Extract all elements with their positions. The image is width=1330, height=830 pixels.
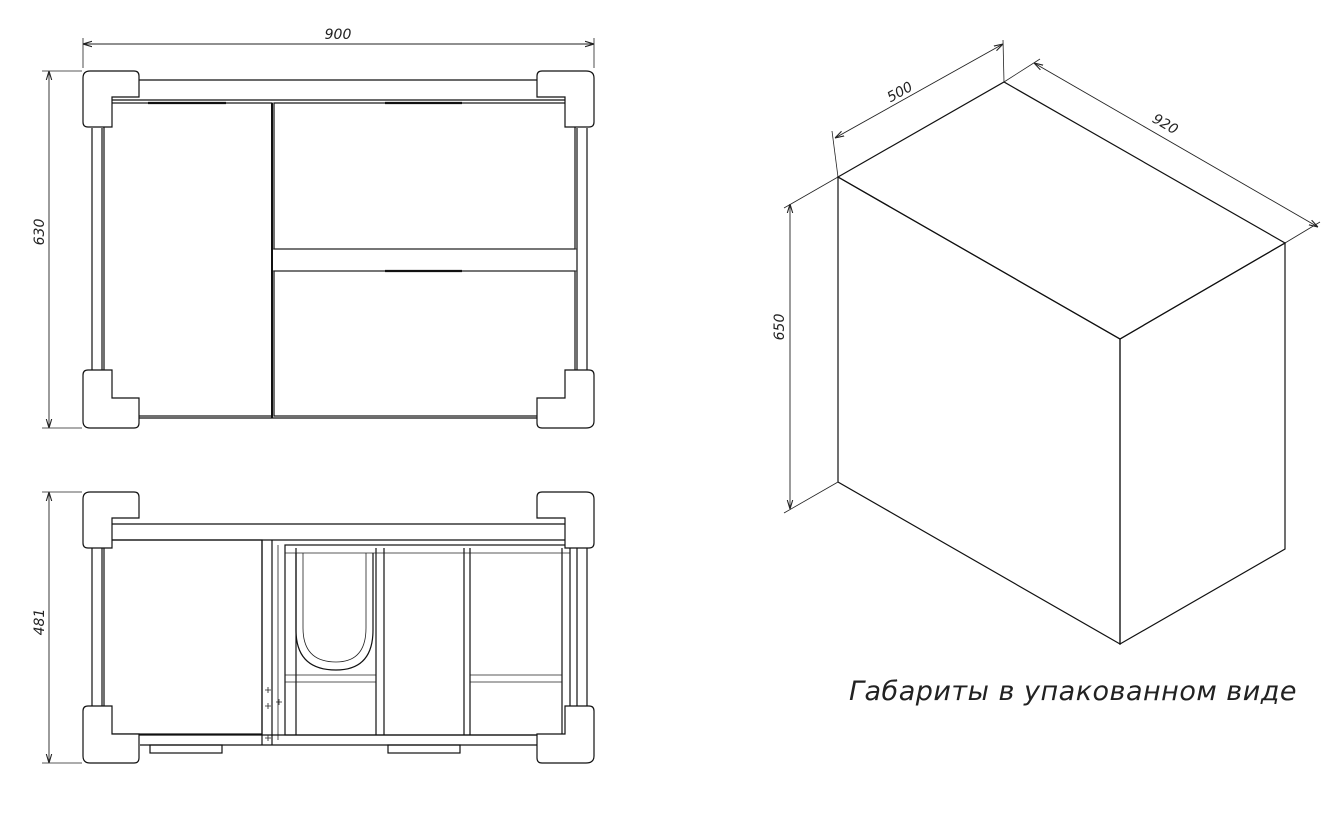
dim-top-width: 900 bbox=[325, 27, 352, 43]
top-view: 900 630 bbox=[32, 27, 595, 429]
caption: Габариты в упакованном виде bbox=[849, 676, 1297, 707]
front-view: 481 bbox=[32, 491, 595, 764]
dim-box-height: 650 bbox=[772, 314, 788, 341]
dim-box-width: 920 bbox=[1149, 111, 1180, 138]
dim-front-height: 481 bbox=[32, 609, 48, 636]
dim-top-depth: 630 bbox=[32, 219, 48, 246]
package-box-isometric: 500 920 650 bbox=[772, 39, 1321, 646]
